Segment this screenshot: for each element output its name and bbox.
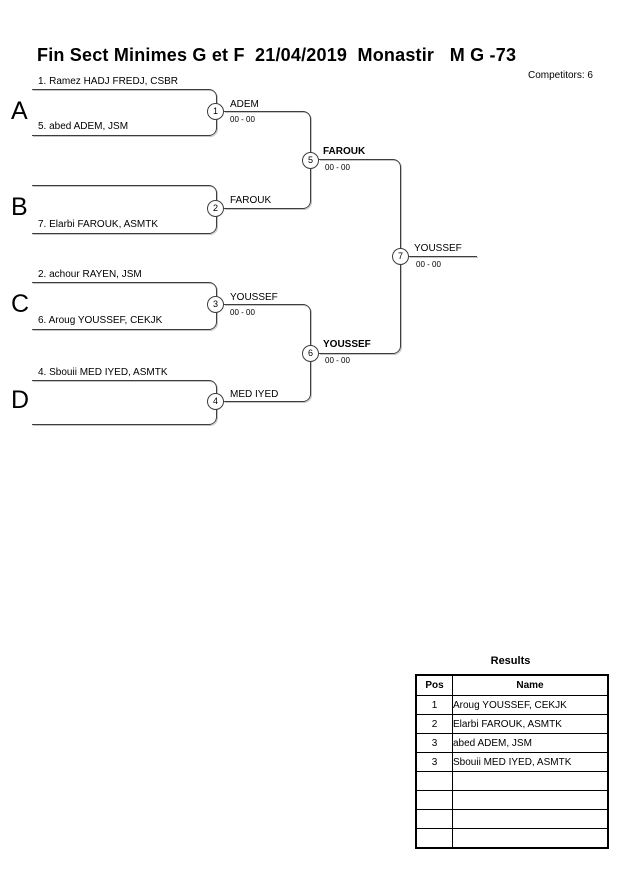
competitors-count: Competitors: 6 [527, 70, 593, 81]
match-circle-1: 1 [207, 103, 224, 120]
result-name: Elarbi FAROUK, ASMTK [452, 714, 609, 734]
results-header-pos: Pos [415, 674, 453, 696]
match-number: 6 [307, 348, 313, 358]
connector-match2-to-match5 [224, 160, 311, 209]
pool-letter-a: A [11, 97, 28, 125]
result-pos: 2 [415, 714, 453, 734]
match3-score: 00 - 00 [230, 308, 255, 317]
result-name: abed ADEM, JSM [452, 733, 609, 753]
match1-score: 00 - 00 [230, 115, 255, 124]
match2-winner: FAROUK [230, 195, 272, 206]
bracket-pool-d-lines [32, 380, 217, 425]
result-pos: 1 [415, 695, 453, 715]
match5-score: 00 - 00 [325, 163, 350, 172]
seed-name: 6. Aroug YOUSSEF, CEKJK [38, 315, 163, 326]
match-number: 1 [212, 106, 218, 116]
match-circle-4: 4 [207, 393, 224, 410]
match7-winner: YOUSSEF [414, 243, 462, 254]
seed-name: 7. Elarbi FAROUK, ASMTK [38, 219, 159, 230]
match4-winner: MED IYED [230, 389, 279, 400]
result-pos [415, 771, 453, 791]
table-row: 3 abed ADEM, JSM [415, 733, 609, 753]
result-pos [415, 790, 453, 810]
table-row [415, 809, 609, 829]
table-row: 1 Aroug YOUSSEF, CEKJK [415, 695, 609, 715]
bracket-pool-c-lines [32, 282, 217, 330]
seed-name: 5. abed ADEM, JSM [38, 121, 129, 132]
match-number: 2 [212, 203, 218, 213]
final-winner-line [409, 256, 477, 257]
page-title: Fin Sect Minimes G et F 21/04/2019 Monas… [37, 45, 517, 65]
match-circle-6: 6 [302, 345, 319, 362]
pool-letter-c: C [11, 290, 30, 318]
results-header-row: Pos Name [415, 674, 609, 696]
result-pos: 3 [415, 733, 453, 753]
connector-match5-to-match7 [319, 159, 401, 258]
match-circle-3: 3 [207, 296, 224, 313]
results-header-name: Name [452, 674, 609, 696]
bracket-pool-b-lines [32, 185, 217, 234]
match6-score: 00 - 00 [325, 356, 350, 365]
connector-match6-to-match7 [319, 257, 401, 354]
result-name: Sbouii MED IYED, ASMTK [452, 752, 609, 772]
match7-score: 00 - 00 [416, 260, 441, 269]
match5-winner: FAROUK [323, 146, 366, 157]
results-table: Pos Name 1 Aroug YOUSSEF, CEKJK 2 Elarbi… [415, 674, 609, 849]
result-pos: 3 [415, 752, 453, 772]
match-circle-5: 5 [302, 152, 319, 169]
match-number: 5 [307, 155, 313, 165]
seed-name: 4. Sbouii MED IYED, ASMTK [38, 367, 168, 378]
match6-winner: YOUSSEF [323, 339, 371, 350]
match1-winner: ADEM [230, 99, 259, 110]
table-row [415, 828, 609, 849]
match-circle-7: 7 [392, 248, 409, 265]
table-row: 2 Elarbi FAROUK, ASMTK [415, 714, 609, 734]
bracket-pool-a-lines [32, 89, 217, 136]
table-row [415, 790, 609, 810]
match-circle-2: 2 [207, 200, 224, 217]
match3-winner: YOUSSEF [230, 292, 278, 303]
result-name [452, 771, 609, 791]
connector-match3-to-match6 [224, 304, 311, 354]
results-title: Results [490, 655, 531, 667]
seed-name: 2. achour RAYEN, JSM [38, 269, 142, 280]
result-name [452, 828, 609, 849]
connector-match4-to-match6 [224, 353, 311, 402]
connector-match1-to-match5 [224, 111, 311, 161]
seed-name: 1. Ramez HADJ FREDJ, CSBR [38, 76, 179, 87]
result-name [452, 790, 609, 810]
result-pos [415, 809, 453, 829]
result-name [452, 809, 609, 829]
result-name: Aroug YOUSSEF, CEKJK [452, 695, 609, 715]
pool-letter-d: D [11, 386, 30, 414]
result-pos [415, 828, 453, 849]
match-number: 4 [212, 396, 218, 406]
pool-letter-b: B [11, 193, 28, 221]
table-row: 3 Sbouii MED IYED, ASMTK [415, 752, 609, 772]
match-number: 3 [212, 299, 218, 309]
table-row [415, 771, 609, 791]
match-number: 7 [397, 251, 403, 261]
